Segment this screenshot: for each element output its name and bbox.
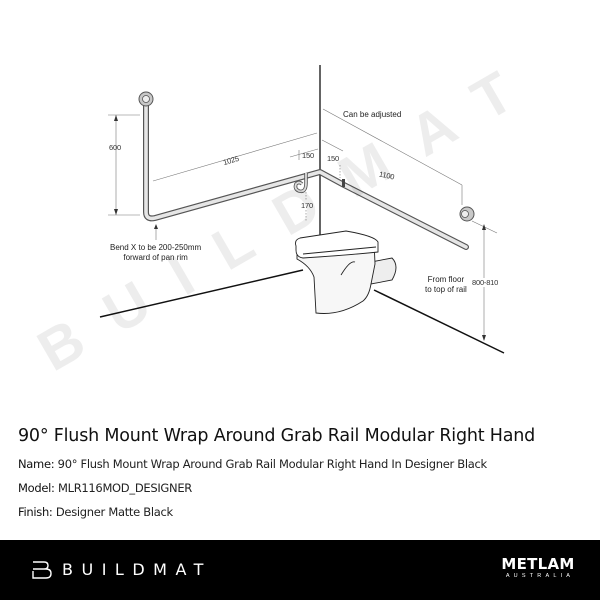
model-value: MLR116MOD_DESIGNER	[57, 481, 193, 495]
metlam-logo[interactable]: METLAM AUSTRALIA	[498, 557, 578, 580]
buildmat-wordmark: BUILDMAT	[62, 560, 212, 579]
note-adjustable: Can be adjusted	[343, 110, 402, 119]
model-label: Model:	[18, 481, 55, 495]
note-floor-line1: From floor	[427, 275, 465, 284]
name-value: 90° Flush Mount Wrap Around Grab Rail Mo…	[57, 457, 488, 471]
buildmat-b-icon	[32, 560, 52, 579]
note-floor-line2: to top of rail	[425, 285, 467, 294]
product-info: 90° Flush Mount Wrap Around Grab Rail Mo…	[18, 425, 588, 529]
metlam-subtitle: AUSTRALIA	[505, 573, 575, 579]
finish-value: Designer Matte Black	[55, 505, 173, 519]
product-name-row: Name: 90° Flush Mount Wrap Around Grab R…	[18, 457, 588, 481]
dim-vertical-rise: 600	[109, 143, 121, 152]
footer-bar: BUILDMAT	[0, 540, 600, 600]
note-bend-line1: Bend X to be 200-250mm	[110, 243, 202, 252]
metlam-wordmark: METLAM	[501, 555, 575, 573]
product-finish-row: Finish: Designer Matte Black	[18, 505, 588, 529]
name-label: Name:	[18, 457, 55, 471]
note-bend: Bend X to be 200-250mm forward of pan ri…	[110, 243, 201, 263]
dim-corner-offset-right: 150	[327, 154, 339, 163]
product-model-row: Model: MLR116MOD_DESIGNER	[18, 481, 588, 505]
finish-label: Finish:	[18, 505, 53, 519]
dim-mid-bracket-drop: 170	[301, 201, 313, 210]
grab-rail-illustration	[99, 65, 505, 354]
product-diagram: 600 1025 150 150 1100 170 800-810 Can be…	[99, 65, 505, 354]
dim-corner-offset-left: 150	[302, 151, 314, 160]
note-bend-line2: forward of pan rim	[123, 253, 188, 262]
dim-height-from-floor: 800-810	[472, 278, 499, 287]
product-title: 90° Flush Mount Wrap Around Grab Rail Mo…	[18, 426, 536, 446]
note-floor: From floor to top of rail	[425, 275, 467, 295]
buildmat-logo[interactable]: BUILDMAT	[32, 560, 212, 579]
